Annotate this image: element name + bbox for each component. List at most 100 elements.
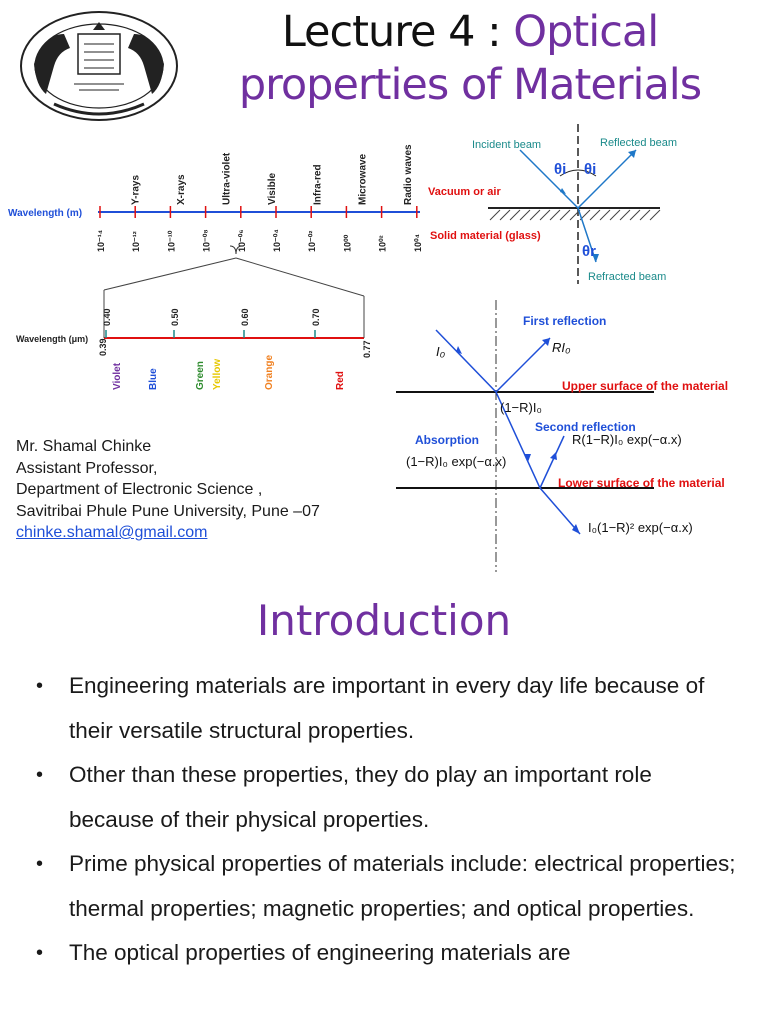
i0-label: I₀ xyxy=(436,344,446,359)
zoom-line-right xyxy=(235,257,365,297)
theta-r-label: θr xyxy=(582,243,596,260)
hatching xyxy=(489,209,661,221)
spectrum-band-label: X-rays xyxy=(176,174,187,205)
second-reflected-arrowhead xyxy=(550,452,557,460)
spectrum-tick-label: 10⁻¹² xyxy=(131,231,141,252)
second-reflection-label: Second reflection xyxy=(535,420,636,434)
reflected-ray xyxy=(577,149,637,209)
angle-arc xyxy=(559,169,597,177)
refracted-beam-label: Refracted beam xyxy=(588,271,666,283)
visible-color-label: Orange xyxy=(264,355,275,390)
transmitted-ray xyxy=(495,391,541,489)
first-reflected-ray xyxy=(495,337,551,393)
author-email-link[interactable]: chinke.shamal@gmail.com xyxy=(16,524,208,541)
visible-color-label: Blue xyxy=(148,368,159,390)
spectrum-tick-marks xyxy=(99,206,418,218)
author-department: Department of Electronic Science , xyxy=(16,481,263,498)
spectrum-band-labels: Y-rays X-rays Ultra-violet Visible Infra-red… xyxy=(131,144,414,205)
bullet-icon: • xyxy=(36,764,44,786)
list-item: • Other than these properties, they do pl… xyxy=(36,753,736,842)
incident-beam-label: Incident beam xyxy=(472,139,541,151)
medium-bottom-label: Solid material (glass) xyxy=(430,230,541,242)
slab-incident-ray xyxy=(435,329,497,393)
exiting-ray xyxy=(539,487,581,535)
bullet-text: Engineering materials are important in e… xyxy=(69,673,705,743)
title-prefix: Lecture 4 : xyxy=(281,7,514,57)
spectrum-tick-label: 10⁻⁰⁴ xyxy=(272,229,282,252)
visible-end-right: 0.77 xyxy=(362,340,372,358)
incident-arrowhead xyxy=(560,188,566,194)
list-item: • Prime physical properties of materials … xyxy=(36,842,736,931)
slab-incident-arrowhead xyxy=(456,346,462,354)
visible-tick-label: 0.40 xyxy=(102,308,112,326)
first-reflected-arrowhead xyxy=(542,338,550,346)
spectrum-band-label: Infra-red xyxy=(312,164,323,205)
spectrum-band-label: Microwave xyxy=(358,153,369,205)
zoom-line-left xyxy=(103,257,237,291)
refracted-arrowhead xyxy=(592,254,599,262)
spectrum-tick-label: 10⁻⁰⁸ xyxy=(202,229,212,252)
zoom-brace xyxy=(229,245,243,255)
visible-color-label: Yellow xyxy=(212,359,223,390)
ri0-label: RI₀ xyxy=(552,340,571,355)
spectrum-tick-label: 10⁻⁰⁶ xyxy=(237,229,247,252)
spectrum-band-label: Visible xyxy=(267,173,278,205)
spectrum-band-label: Radio waves xyxy=(403,144,414,205)
reflection-refraction-diagram: Incident beam Reflected beam Refracted b… xyxy=(428,124,677,284)
visible-axis-label: Wavelength (μm) xyxy=(16,334,88,344)
author-info: Mr. Shamal Chinke Assistant Professor, D… xyxy=(16,436,320,544)
refracted-ray xyxy=(577,207,597,263)
title-accent-line1: Optical xyxy=(513,7,659,57)
spectrum-tick-label: 10⁰² xyxy=(378,235,388,252)
slab-absorption-diagram: I₀ RI₀ First reflection Upper surface of… xyxy=(396,300,728,572)
visible-end-left: 0.39 xyxy=(98,338,108,356)
title-accent-line2: properties of Materials xyxy=(238,60,702,110)
author-university: Savitribai Phule Pune University, Pune –… xyxy=(16,502,320,520)
reflected-beam-label: Reflected beam xyxy=(600,137,677,149)
absorption-label: Absorption xyxy=(415,433,479,447)
spectrum-band-label: Y-rays xyxy=(131,175,142,205)
university-seal-icon xyxy=(20,11,178,121)
intro-bullet-list: • Engineering materials are important in … xyxy=(36,664,736,976)
transmitted-expression: I₀(1−R)² exp(−α.x) xyxy=(588,520,693,535)
list-item: • Engineering materials are important in … xyxy=(36,664,736,753)
visible-tick-label: 0.50 xyxy=(170,308,180,326)
second-reflection-expression: R(1−R)I₀ exp(−α.x) xyxy=(572,432,682,447)
transmitted-arrowhead xyxy=(524,454,531,462)
reflected-arrowhead xyxy=(628,150,636,158)
bullet-icon: • xyxy=(36,942,44,964)
page-title: Lecture 4 : Optical properties of Materi… xyxy=(190,6,750,112)
spectrum-tick-label: 10⁻⁰² xyxy=(307,231,317,252)
first-reflection-label: First reflection xyxy=(523,314,606,328)
spectrum-tick-label: 10⁻¹⁴ xyxy=(96,230,106,252)
medium-top-label: Vacuum or air xyxy=(428,186,501,198)
visible-tick-label: 0.60 xyxy=(240,308,250,326)
visible-tick-marks: 0.40 0.50 0.60 0.70 xyxy=(102,308,321,338)
spectrum-band-label: Ultra-violet xyxy=(222,152,233,205)
author-name: Mr. Shamal Chinke xyxy=(16,438,152,455)
bullet-text: The optical properties of engineering ma… xyxy=(69,940,571,965)
spectrum-tick-label: 10⁻¹⁰ xyxy=(166,230,176,252)
second-reflected-ray xyxy=(539,435,565,489)
incident-ray xyxy=(519,149,579,209)
list-item: • The optical properties of engineering m… xyxy=(36,931,736,976)
bullet-text: Other than these properties, they do pla… xyxy=(69,762,652,832)
upper-surface-label: Upper surface of the material xyxy=(562,379,728,393)
bullet-text: Prime physical properties of materials i… xyxy=(69,851,736,921)
visible-color-label: Green xyxy=(195,361,206,390)
transmitted-top-label: (1−R)I₀ xyxy=(500,400,542,415)
bullet-icon: • xyxy=(36,853,44,875)
author-position: Assistant Professor, xyxy=(16,459,158,477)
lower-surface-label: Lower surface of the material xyxy=(558,476,725,490)
spectrum-tick-label: 10⁰⁴ xyxy=(413,234,423,252)
theta-i-left: θi xyxy=(554,161,566,178)
theta-i-right: θi xyxy=(584,161,596,178)
visible-color-label: Red xyxy=(335,371,346,390)
absorption-expression: (1−R)I₀ exp(−α.x) xyxy=(406,454,506,469)
visible-tick-label: 0.70 xyxy=(311,308,321,326)
bullet-icon: • xyxy=(36,675,44,697)
